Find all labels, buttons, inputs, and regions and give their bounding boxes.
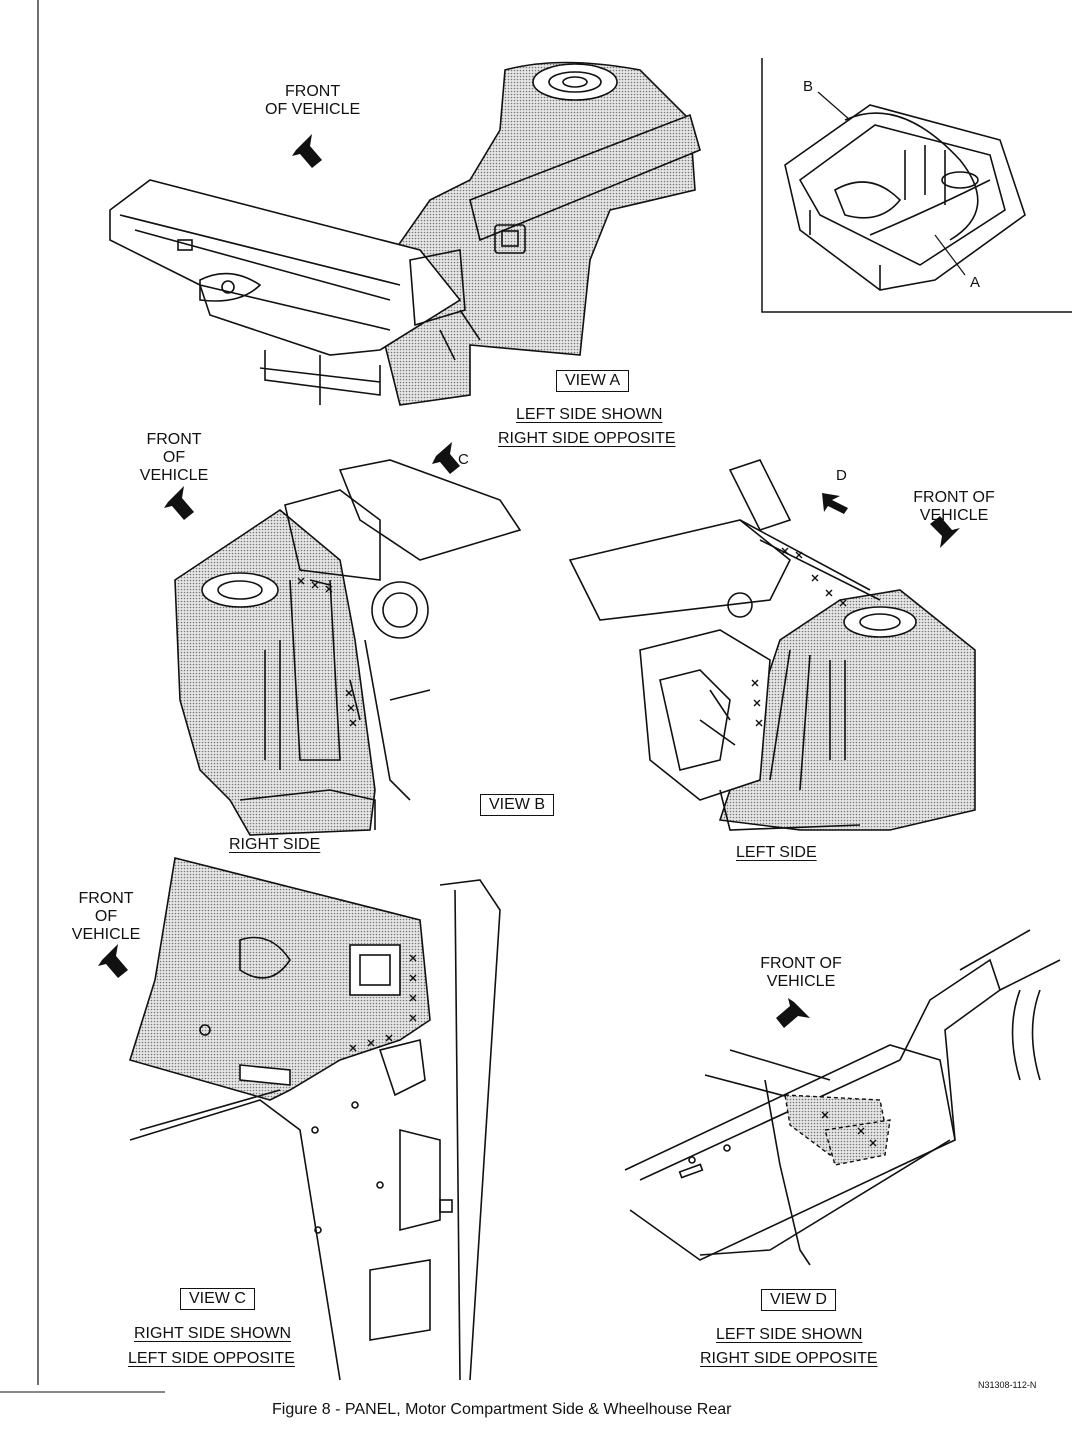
figure-code: N31308-112-N (978, 1380, 1037, 1390)
view-b-front-label: FRONT OF VEHICLE (139, 431, 209, 484)
view-d-note-1: LEFT SIDE SHOWN (716, 1326, 863, 1343)
view-b-front-arrow (164, 486, 194, 520)
left-side-front-arrow (930, 516, 960, 548)
view-d-weld-marks (821, 1111, 877, 1147)
left-side-weld-marks (751, 547, 847, 727)
view-c-direction-arrow (432, 442, 460, 474)
view-d-direction-arrow (822, 493, 848, 514)
view-a-drawing (109, 61, 701, 406)
view-a-box-label: VIEW A (556, 370, 630, 392)
view-a-front-arrow (292, 134, 322, 168)
view-c-drawing (128, 857, 501, 1381)
figure-caption: Figure 8 - PANEL, Motor Compartment Side… (272, 1401, 732, 1418)
inset-callout-b: B (803, 78, 814, 95)
inset-leader-b (817, 91, 851, 121)
view-d-box-label: VIEW D (761, 1289, 836, 1311)
view-d-front-arrow (776, 998, 810, 1028)
view-a-note-1: LEFT SIDE SHOWN (516, 406, 663, 423)
left-side-label: LEFT SIDE (736, 844, 817, 861)
inset-drawing (784, 104, 1026, 291)
view-c-front-arrow (98, 944, 128, 978)
view-c-note-1: RIGHT SIDE SHOWN (134, 1325, 292, 1342)
inset-frame (761, 58, 1072, 313)
left-side-drawing (568, 459, 976, 831)
inset-leader-a (934, 234, 966, 276)
view-c-note-2: LEFT SIDE OPPOSITE (128, 1350, 295, 1367)
view-b-box-label: VIEW B (480, 794, 555, 816)
view-d-drawing (624, 929, 1061, 1266)
right-side-drawing (174, 459, 522, 836)
view-a-note-2: RIGHT SIDE OPPOSITE (498, 430, 676, 447)
left-side-front-label: FRONT OF VEHICLE (913, 489, 995, 524)
view-c-weld-marks (349, 954, 417, 1052)
view-b-callout-c: C (458, 451, 469, 468)
view-d-front-label: FRONT OF VEHICLE (760, 955, 842, 990)
view-a-front-label: FRONT OF VEHICLE (265, 83, 361, 118)
view-c-front-label: FRONT OF VEHICLE (71, 890, 141, 943)
view-d-note-2: RIGHT SIDE OPPOSITE (700, 1350, 878, 1367)
view-c-box-label: VIEW C (180, 1288, 255, 1310)
view-d-patch-upper (784, 1094, 886, 1156)
left-side-callout-d: D (836, 467, 847, 484)
right-side-weld-marks (297, 577, 357, 727)
right-side-label: RIGHT SIDE (229, 836, 321, 853)
inset-callout-a: A (970, 274, 981, 291)
view-d-patch-lower (824, 1119, 891, 1166)
